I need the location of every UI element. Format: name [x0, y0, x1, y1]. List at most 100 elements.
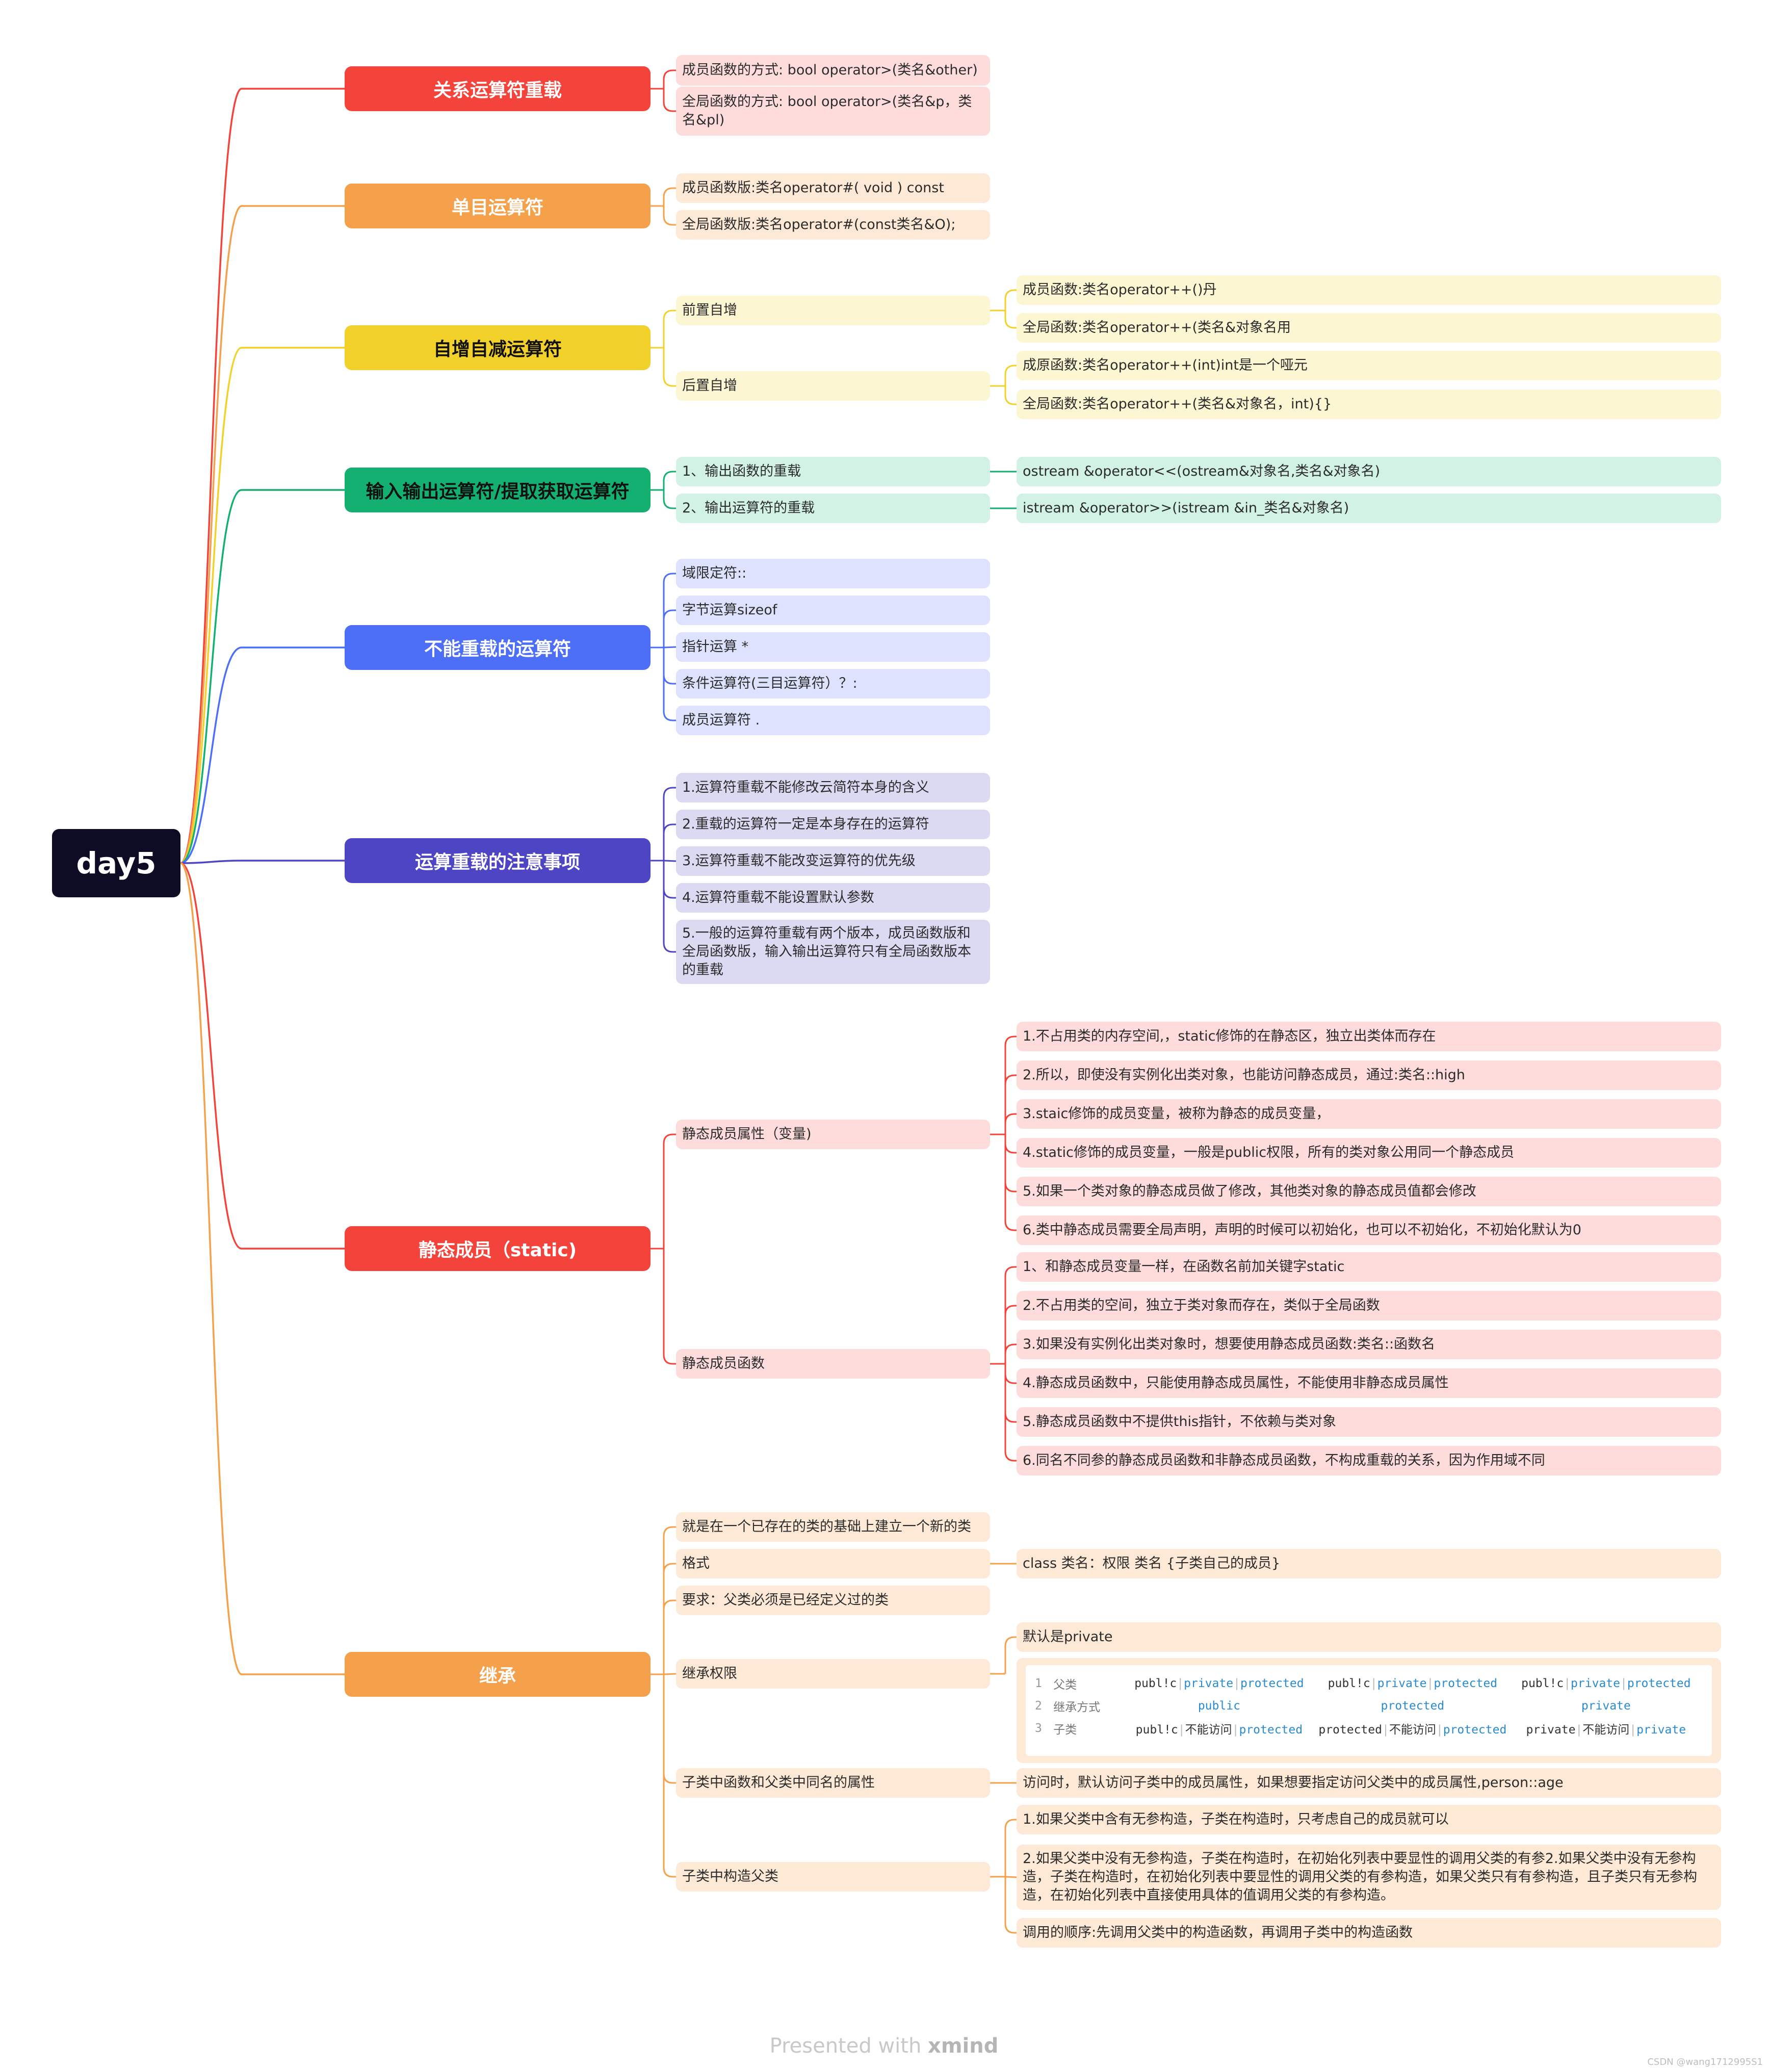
branch-b4-subitem-label: istream &operator>>(istream &in_类名&对象名) [1023, 500, 1349, 516]
branch-b7-subitem[interactable]: 3.staic修饰的成员变量，被称为静态的成员变量， [1017, 1099, 1721, 1129]
branch-b7-subitem[interactable]: 6.类中静态成员需要全局声明，声明的时候可以初始化，也可以不初始化，不初始化默认… [1017, 1215, 1721, 1245]
branch-b3-item-label: 后置自增 [682, 378, 737, 394]
branch-b8-item-label: 就是在一个已存在的类的基础上建立一个新的类 [682, 1519, 971, 1535]
connector-line [663, 1133, 676, 1249]
branch-b2-item[interactable]: 全局函数版:类名operator#(const类名&O); [676, 210, 990, 240]
branch-b7-subitem[interactable]: 4.static修饰的成员变量，一般是public权限，所有的类对象公用同一个静… [1017, 1138, 1721, 1168]
branch-b8-item[interactable]: 子类中函数和父类中同名的属性 [676, 1768, 990, 1798]
branch-b3-subitem[interactable]: 成员函数:类名operator++()丹 [1017, 275, 1721, 305]
branch-b3-item-label: 前置自增 [682, 302, 737, 318]
connector-line [1004, 1636, 1017, 1674]
separator: | [1177, 1677, 1184, 1690]
branch-b2-item[interactable]: 成员函数版:类名operator#( void ) const [676, 173, 990, 203]
branch-b5[interactable]: 不能重载的运算符 [345, 625, 651, 670]
connector-line [1004, 1364, 1017, 1462]
branch-b7-item[interactable]: 静态成员函数 [676, 1349, 990, 1379]
branch-b7-subitem-label: 5.静态成员函数中不提供this指针，不依赖与类对象 [1023, 1414, 1337, 1430]
branch-b8[interactable]: 继承 [345, 1652, 651, 1697]
branch-b3-subitem[interactable]: 全局函数:类名operator++(类名&对象名，int){} [1017, 390, 1721, 419]
branch-b3-item[interactable]: 前置自增 [676, 296, 990, 325]
branch-b8-subitem[interactable]: 访问时，默认访问子类中的成员属性，如果想要指定访问父类中的成员属性,person… [1017, 1768, 1721, 1798]
branch-b8-item[interactable]: 要求：父类必须是已经定义过的类 [676, 1586, 990, 1615]
branch-b7-subitem-label: 6.同名不同参的静态成员函数和非静态成员函数，不构成重载的关系，因为作用域不同 [1023, 1453, 1545, 1468]
branch-b5-item[interactable]: 指针运算 * [676, 632, 990, 662]
branch-b4-subitem[interactable]: ostream &operator<<(ostream&对象名,类名&对象名) [1017, 457, 1721, 486]
branch-b8-item[interactable]: 格式 [676, 1549, 990, 1578]
branch-b8-item[interactable]: 继承权限 [676, 1659, 990, 1689]
branch-b5-item-label: 条件运算符(三目运算符）？: [682, 676, 857, 691]
table-cell: private [1510, 1699, 1703, 1713]
branch-b1[interactable]: 关系运算符重载 [345, 66, 651, 111]
connector-line [663, 348, 676, 387]
branch-b7-subitem[interactable]: 3.如果没有实例化出类对象时，想要使用静态成员函数:类名::函数名 [1017, 1330, 1721, 1359]
branch-b4-item[interactable]: 2、输出运算符的重载 [676, 494, 990, 523]
branch-b8-subitem-label: 访问时，默认访问子类中的成员属性，如果想要指定访问父类中的成员属性,person… [1023, 1775, 1564, 1791]
branch-b1-item[interactable]: 全局函数的方式: bool operator>(类名&p，类名&pl) [676, 87, 990, 136]
separator: | [1629, 1723, 1637, 1737]
branch-b7-subitem-label: 1、和静态成员变量一样，在函数名前加关键字static [1023, 1259, 1345, 1275]
branch-b6-item-label: 4.运算符重载不能设置默认参数 [682, 890, 874, 905]
connector-line [1004, 1343, 1017, 1364]
branch-b7-subitem[interactable]: 2.所以，即使没有实例化出类对象，也能访问静态成员，通过:类名::high [1017, 1060, 1721, 1090]
branch-b5-item[interactable]: 条件运算符(三目运算符）？: [676, 669, 990, 698]
cell-value: publ!c [1521, 1677, 1564, 1690]
branch-b6-item-label: 2.重载的运算符一定是本身存在的运算符 [682, 816, 929, 832]
connector-line [1004, 386, 1017, 405]
branch-b7-subitem[interactable]: 5.如果一个类对象的静态成员做了修改，其他类对象的静态成员值都会修改 [1017, 1177, 1721, 1206]
branch-b7-item[interactable]: 静态成员属性（变量) [676, 1120, 990, 1149]
branch-b6-item[interactable]: 3.运算符重载不能改变运算符的优先级 [676, 846, 990, 876]
branch-b7-subitem[interactable]: 6.同名不同参的静态成员函数和非静态成员函数，不构成重载的关系，因为作用域不同 [1017, 1446, 1721, 1475]
cell-value: private [1571, 1677, 1620, 1690]
connector-line [663, 823, 676, 861]
connector-line [1004, 1877, 1017, 1934]
branch-b7-subitem[interactable]: 1.不占用类的内存空间,，static修饰的在静态区，独立出类体而存在 [1017, 1022, 1721, 1051]
cell-value: private [1581, 1699, 1631, 1713]
branch-b8-subitem[interactable]: class 类名：权限 类名 {子类自己的成员} [1017, 1549, 1721, 1578]
branch-b8-subitem[interactable]: 调用的顺序:先调用父类中的构造函数，再调用子类中的构造函数 [1017, 1918, 1721, 1948]
branch-b8-subitem[interactable]: 2.如果父类中没有无参构造，子类在构造时，在初始化列表中要显性的调用父类的有参2… [1017, 1845, 1721, 1910]
branch-b8-subitem[interactable]: 默认是private [1017, 1622, 1721, 1652]
branch-b6[interactable]: 运算重载的注意事项 [345, 838, 651, 883]
branch-b5-item-label: 成员运算符 . [682, 712, 760, 728]
branch-b5-item[interactable]: 域限定符:: [676, 559, 990, 588]
branch-b6-item[interactable]: 1.运算符重载不能修改云简符本身的含义 [676, 773, 990, 802]
cell-value: protected [1627, 1677, 1691, 1690]
branch-b7-subitem-label: 1.不占用类的内存空间,，static修饰的在静态区，独立出类体而存在 [1023, 1028, 1436, 1044]
branch-b5-item[interactable]: 字节运算sizeof [676, 595, 990, 625]
separator: | [1620, 1677, 1627, 1690]
branch-b7-subitem[interactable]: 2.不占用类的空间，独立于类对象而存在，类似于全局函数 [1017, 1291, 1721, 1320]
branch-b3-subitem[interactable]: 全局函数:类名operator++(类名&对象名用 [1017, 313, 1721, 343]
branch-b3-item[interactable]: 后置自增 [676, 371, 990, 401]
branch-b6-label: 运算重载的注意事项 [414, 852, 580, 873]
branch-b5-item[interactable]: 成员运算符 . [676, 706, 990, 735]
branch-b7-subitem[interactable]: 1、和静态成员变量一样，在函数名前加关键字static [1017, 1252, 1721, 1282]
branch-b7-subitem-label: 2.所以，即使没有实例化出类对象，也能访问静态成员，通过:类名::high [1023, 1067, 1465, 1083]
branch-b6-item[interactable]: 4.运算符重载不能设置默认参数 [676, 883, 990, 913]
branch-b3-subitem[interactable]: 成原函数:类名operator++(int)int是一个哑元 [1017, 351, 1721, 380]
branch-b8-subitem[interactable]: 1.如果父类中含有无参构造，子类在构造时，只考虑自己的成员就可以 [1017, 1805, 1721, 1834]
cell-value: protected [1443, 1723, 1507, 1737]
branch-b6-item[interactable]: 5.一般的运算符重载有两个版本，成员函数版和全局函数版，输入输出运算符只有全局函… [676, 920, 990, 984]
branch-b2[interactable]: 单目运算符 [345, 184, 651, 228]
separator: | [1233, 1677, 1240, 1690]
connector-line [180, 489, 345, 864]
connector-line [663, 1599, 676, 1674]
branch-b1-item[interactable]: 成员函数的方式: bool operator>(类名&other) [676, 55, 990, 86]
branch-b7-subitem[interactable]: 4.静态成员函数中，只能使用静态成员属性，不能使用非静态成员属性 [1017, 1368, 1721, 1398]
branch-b4-subitem[interactable]: istream &operator>>(istream &in_类名&对象名) [1017, 494, 1721, 523]
branch-b6-item[interactable]: 2.重载的运算符一定是本身存在的运算符 [676, 810, 990, 839]
branch-b8-item[interactable]: 子类中构造父类 [676, 1862, 990, 1892]
connector-line [663, 648, 676, 721]
branch-b4-item[interactable]: 1、输出函数的重载 [676, 457, 990, 486]
branch-b3[interactable]: 自增自减运算符 [345, 325, 651, 370]
branch-b4[interactable]: 输入输出运算符/提取获取运算符 [345, 468, 651, 512]
branch-b8-item[interactable]: 就是在一个已存在的类的基础上建立一个新的类 [676, 1512, 990, 1542]
connector-line [663, 609, 676, 648]
branch-b3-subitem-label: 成员函数:类名operator++()丹 [1023, 282, 1217, 298]
branch-b7-subitem[interactable]: 5.静态成员函数中不提供this指针，不依赖与类对象 [1017, 1407, 1721, 1437]
branch-b7[interactable]: 静态成员（static) [345, 1226, 651, 1271]
root-node[interactable]: day5 [52, 829, 180, 897]
connector-line [1004, 1074, 1017, 1134]
